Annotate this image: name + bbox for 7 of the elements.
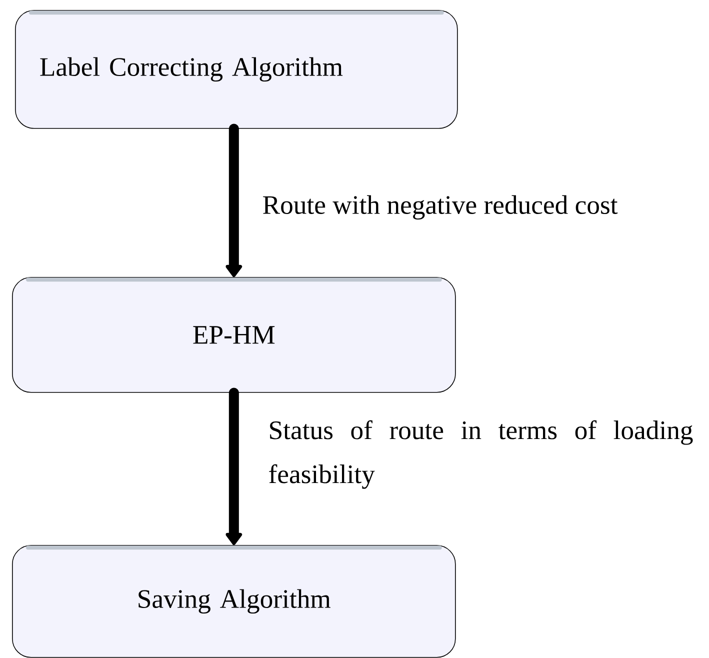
arrow <box>226 388 242 546</box>
process-box: EP-HM <box>12 277 456 393</box>
process-box: Saving Algorithm <box>12 545 456 658</box>
process-box: Label Correcting Algorithm <box>15 10 458 129</box>
edge-label: Status of route in terms of loading feasibility <box>269 420 693 489</box>
edge-label: Route with negative reduced cost <box>263 195 618 220</box>
arrow <box>226 124 242 277</box>
